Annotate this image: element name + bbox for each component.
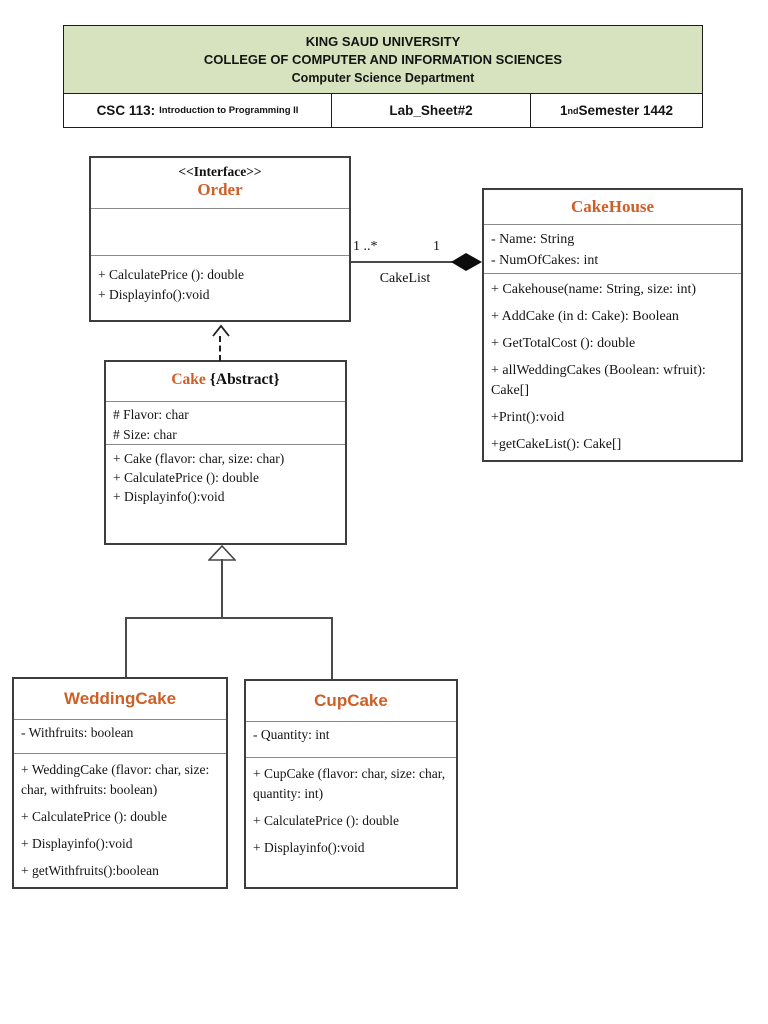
method: + Displayinfo():void — [113, 489, 225, 504]
cake-attributes: # Flavor: char # Size: char — [106, 402, 345, 445]
generalization-stem-line — [221, 559, 223, 618]
order-methods: + CalculatePrice (): double + Displayinf… — [91, 256, 349, 305]
attribute: # Flavor: char — [113, 407, 189, 422]
college-name: COLLEGE OF COMPUTER AND INFORMATION SCIE… — [203, 52, 563, 67]
attribute: - NumOfCakes: int — [491, 253, 599, 268]
lab-sheet-cell: Lab_Sheet#2 — [332, 94, 531, 127]
department-name: Computer Science Department — [291, 71, 475, 85]
semester-rest: Semester 1442 — [578, 103, 674, 118]
class-cake-title: Cake {Abstract} — [106, 362, 345, 402]
class-cake: Cake {Abstract} # Flavor: char # Size: c… — [104, 360, 347, 545]
class-cakehouse-title: CakeHouse — [484, 190, 741, 225]
cake-name: Cake — [171, 371, 206, 388]
class-weddingcake-title: WeddingCake — [14, 679, 226, 720]
course-title: Introduction to Programming II — [159, 105, 299, 116]
method: + CalculatePrice (): double — [113, 470, 259, 485]
method: +Print():void — [491, 410, 565, 425]
class-order-title: <<Interface>> Order — [91, 158, 349, 209]
realization-dashed-line — [219, 336, 221, 361]
cupcake-name: CupCake — [314, 691, 388, 710]
class-cupcake: CupCake - Quantity: int + CupCake (flavo… — [244, 679, 458, 889]
cakehouse-name: CakeHouse — [570, 197, 655, 216]
weddingcake-methods: + WeddingCake (flavor: char, size: char,… — [14, 754, 226, 881]
semester-number: 1 — [559, 103, 568, 118]
attribute: # Size: char — [113, 427, 177, 442]
generalization-right-line — [331, 618, 333, 679]
cupcake-methods: + CupCake (flavor: char, size: char, qua… — [246, 758, 456, 858]
header-banner: KING SAUD UNIVERSITY COLLEGE OF COMPUTER… — [64, 26, 702, 94]
course-cell: CSC 113: Introduction to Programming II — [64, 94, 332, 127]
method: + Cake (flavor: char, size: char) — [113, 451, 285, 466]
multiplicity-source-label: 1 ..* — [353, 239, 378, 254]
weddingcake-name: WeddingCake — [63, 689, 177, 708]
class-cakehouse: CakeHouse - Name: String - NumOfCakes: i… — [482, 188, 743, 462]
composition-diamond-icon — [451, 253, 482, 271]
realization-arrowhead-icon — [212, 324, 230, 337]
method: + Displayinfo():void — [253, 840, 365, 855]
attribute: - Name: String — [491, 232, 575, 247]
attribute: - Quantity: int — [253, 727, 330, 742]
method: + WeddingCake (flavor: char, size: char,… — [21, 762, 210, 797]
cake-abstract-modifier: {Abstract} — [209, 371, 280, 388]
header-table: KING SAUD UNIVERSITY COLLEGE OF COMPUTER… — [63, 25, 703, 128]
order-name: Order — [197, 180, 243, 199]
method: + Displayinfo():void — [21, 836, 133, 851]
multiplicity-target-label: 1 — [433, 239, 440, 254]
composition-line — [351, 261, 455, 263]
method: + allWeddingCakes (Boolean: wfruit): Cak… — [491, 363, 706, 398]
order-stereotype: <<Interface>> — [178, 164, 262, 179]
header-info-row: CSC 113: Introduction to Programming II … — [64, 94, 702, 127]
cakehouse-methods: + Cakehouse(name: String, size: int) + A… — [484, 274, 741, 455]
cake-methods: + Cake (flavor: char, size: char) + Calc… — [106, 445, 345, 506]
attribute: - Withfruits: boolean — [21, 725, 134, 740]
composition-role-label: CakeList — [379, 271, 431, 286]
method: + CupCake (flavor: char, size: char, qua… — [253, 766, 446, 801]
method: + CalculatePrice (): double — [253, 813, 399, 828]
method: + CalculatePrice (): double — [98, 267, 244, 282]
generalization-left-line — [125, 618, 127, 677]
method: + Cakehouse(name: String, size: int) — [491, 282, 697, 297]
method: + CalculatePrice (): double — [21, 809, 167, 824]
generalization-horizontal-line — [125, 617, 333, 619]
method: +getCakeList(): Cake[] — [491, 437, 622, 452]
class-order: <<Interface>> Order + CalculatePrice ():… — [89, 156, 351, 322]
method: + getWithfruits():boolean — [21, 863, 159, 878]
method: + GetTotalCost (): double — [491, 336, 636, 351]
method: + Displayinfo():void — [98, 287, 210, 302]
cupcake-attributes: - Quantity: int — [246, 722, 456, 758]
course-code: CSC 113: — [96, 103, 156, 118]
class-cupcake-title: CupCake — [246, 681, 456, 722]
method: + AddCake (in d: Cake): Boolean — [491, 309, 679, 324]
class-weddingcake: WeddingCake - Withfruits: boolean + Wedd… — [12, 677, 228, 889]
weddingcake-attributes: - Withfruits: boolean — [14, 720, 226, 754]
cakehouse-attributes: - Name: String - NumOfCakes: int — [484, 225, 741, 274]
lab-sheet-label: Lab_Sheet#2 — [389, 103, 473, 118]
order-attributes-empty — [91, 209, 349, 256]
university-name: KING SAUD UNIVERSITY — [305, 34, 461, 49]
